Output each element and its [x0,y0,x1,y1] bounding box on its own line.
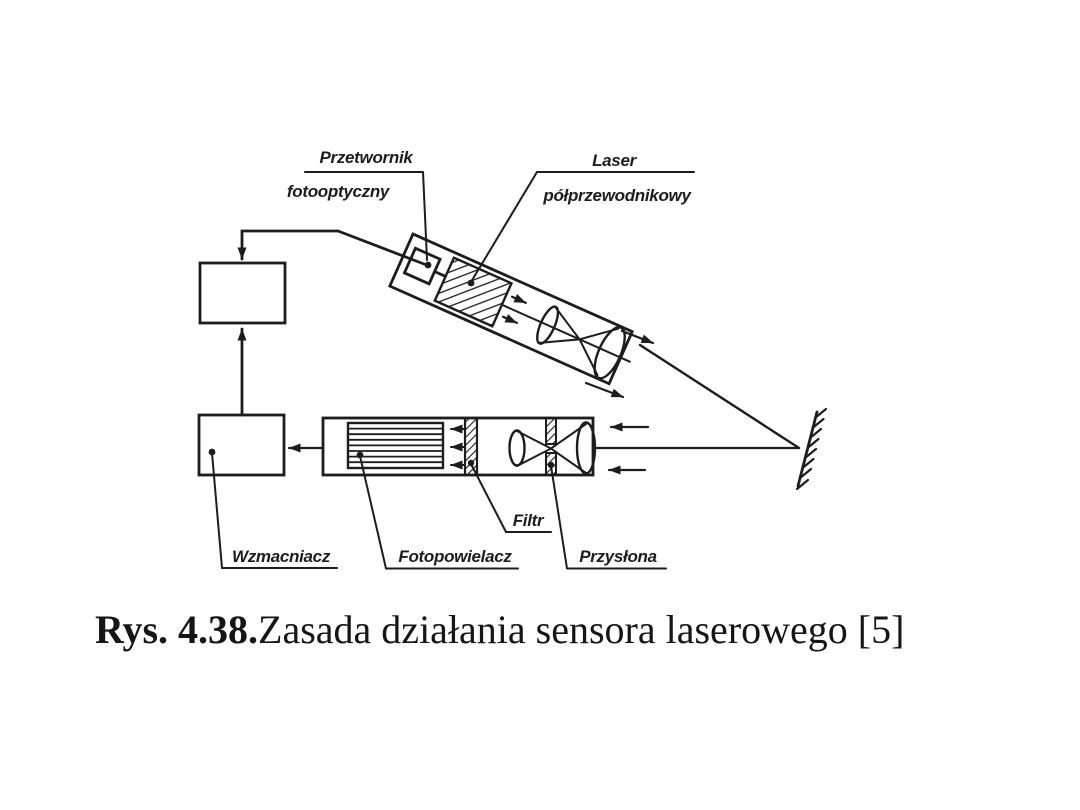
figure-caption-number: Rys. 4.38. [95,607,259,652]
receiver-rays [516,423,587,474]
label-filtr: Filtr [513,511,545,530]
label-laser-line2: półprzewodnikowy [542,186,692,205]
photomultiplier [346,421,445,470]
label-laser-line1: Laser [592,151,638,170]
transducer-wire [237,229,340,261]
label-leaders [208,171,695,570]
laser-exit-beam-top [620,329,655,345]
laser-optical-axis [502,304,631,363]
laser-rays [538,306,620,377]
label-przetwornik-line2: fotooptyczny [287,182,391,201]
amplifier-box [197,413,286,477]
receiver-tube [321,416,597,477]
light-arrows-to-photomultiplier [450,424,465,470]
figure-caption: Rys. 4.38.Zasada działania sensora laser… [95,606,1035,653]
receiver-lens-big [575,421,597,475]
mirror-target [795,407,828,491]
beam-to-mirror [638,343,801,450]
laser-head [387,232,635,386]
laser-lens-big [593,326,626,380]
laser-exit-beam-bottom [584,381,625,399]
label-przyslona: Przysłona [579,547,657,566]
label-fotopowielacz: Fotopowielacz [398,547,512,566]
figure-caption-text: Zasada działania sensora laserowego [5] [258,607,905,652]
label-przetwornik-line1: Przetwornik [319,148,414,167]
photo-optic-transducer [402,246,442,286]
signal-box [198,261,287,325]
label-wzmacniacz: Wzmacniacz [232,547,331,566]
laser-diode [433,256,514,328]
filter-element [463,416,479,477]
